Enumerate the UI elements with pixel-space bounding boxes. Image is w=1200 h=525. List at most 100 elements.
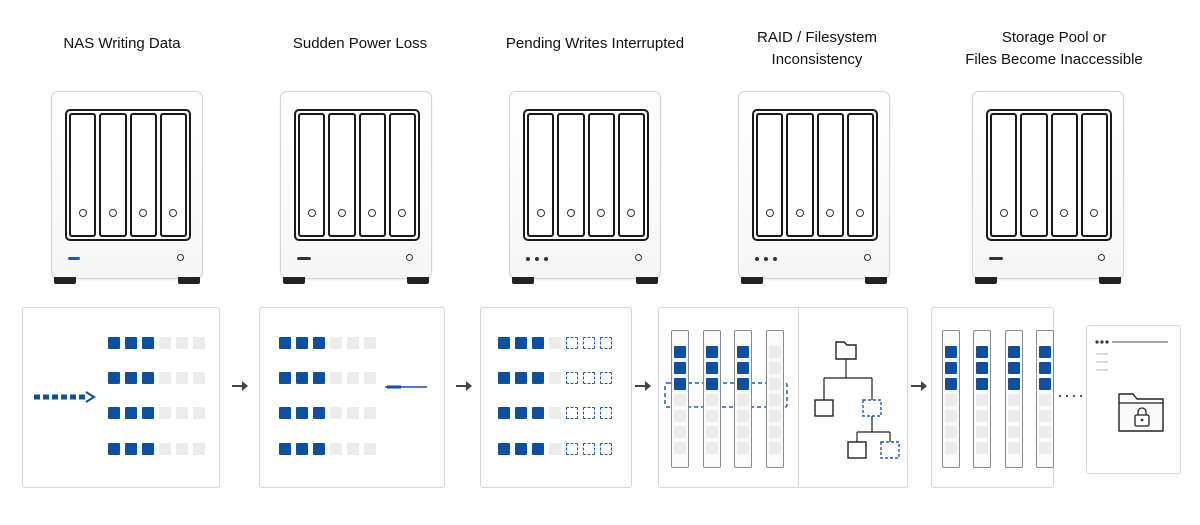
empty-block bbox=[976, 442, 988, 454]
arrow-right-icon bbox=[635, 381, 651, 391]
drive-bay-icon bbox=[846, 113, 874, 237]
written-block bbox=[498, 443, 510, 455]
pending-block bbox=[600, 443, 612, 455]
written-block bbox=[674, 378, 686, 390]
written-block bbox=[313, 337, 325, 349]
empty-block bbox=[347, 407, 359, 419]
written-block bbox=[279, 372, 291, 384]
drive-bay-icon bbox=[786, 113, 814, 237]
written-block bbox=[296, 337, 308, 349]
device-foot bbox=[1099, 277, 1121, 284]
drive-bay-icon bbox=[1020, 113, 1048, 237]
locked-folder-icon bbox=[1118, 393, 1164, 432]
written-block bbox=[1008, 378, 1020, 390]
drive-bay-icon bbox=[756, 113, 784, 237]
arrow-right-icon bbox=[911, 381, 927, 391]
device-foot bbox=[512, 277, 534, 284]
written-block bbox=[279, 337, 291, 349]
power-button-icon bbox=[177, 254, 184, 261]
panel-pending-writes bbox=[480, 307, 632, 488]
power-button-icon bbox=[864, 254, 871, 261]
written-block bbox=[945, 378, 957, 390]
written-block bbox=[737, 346, 749, 358]
empty-block bbox=[347, 372, 359, 384]
written-block bbox=[498, 337, 510, 349]
empty-block bbox=[1039, 442, 1051, 454]
drive-bay-icon bbox=[159, 113, 187, 237]
written-block bbox=[296, 407, 308, 419]
empty-block bbox=[364, 407, 376, 419]
empty-block bbox=[945, 394, 957, 406]
drive-bay-icon bbox=[358, 113, 386, 237]
power-button-icon bbox=[635, 254, 642, 261]
written-block bbox=[1008, 346, 1020, 358]
written-block bbox=[532, 407, 544, 419]
drive-bay-icon bbox=[527, 113, 555, 237]
drive-led-icon bbox=[1060, 209, 1069, 217]
drive-bay-icon bbox=[99, 113, 127, 237]
pending-block bbox=[583, 372, 595, 384]
empty-block bbox=[1039, 426, 1051, 438]
empty-block bbox=[549, 337, 561, 349]
empty-block bbox=[706, 426, 718, 438]
pending-block bbox=[583, 443, 595, 455]
device-foot bbox=[636, 277, 658, 284]
drive-bay-icon bbox=[587, 113, 615, 237]
written-block bbox=[706, 378, 718, 390]
empty-block bbox=[549, 372, 561, 384]
written-block bbox=[108, 372, 120, 384]
empty-block bbox=[976, 394, 988, 406]
written-block bbox=[313, 372, 325, 384]
written-block bbox=[108, 337, 120, 349]
empty-block bbox=[549, 443, 561, 455]
empty-block bbox=[1008, 410, 1020, 422]
drive-bay-icon bbox=[388, 113, 416, 237]
empty-block bbox=[945, 410, 957, 422]
drive-led-icon bbox=[1090, 209, 1099, 217]
written-block bbox=[532, 443, 544, 455]
drive-led-icon bbox=[566, 209, 575, 217]
pending-block bbox=[566, 443, 578, 455]
device-foot bbox=[407, 277, 429, 284]
empty-block bbox=[769, 378, 781, 390]
dashed-arrow-icon bbox=[34, 391, 96, 403]
empty-block bbox=[976, 426, 988, 438]
drive-bay-icon bbox=[298, 113, 326, 237]
step-4-title: RAID / Filesystem Inconsistency bbox=[737, 27, 897, 71]
written-block bbox=[1008, 362, 1020, 374]
arrow-right-icon bbox=[232, 381, 248, 391]
drive-bays bbox=[294, 109, 420, 241]
activity-indicator-icon bbox=[68, 257, 80, 260]
empty-block bbox=[176, 372, 188, 384]
stripe-highlight-icon bbox=[664, 382, 788, 408]
panel-divider bbox=[798, 308, 799, 487]
written-block bbox=[515, 372, 527, 384]
empty-block bbox=[1039, 410, 1051, 422]
drive-bay-icon bbox=[69, 113, 97, 237]
written-block bbox=[706, 362, 718, 374]
empty-block bbox=[706, 442, 718, 454]
empty-block bbox=[330, 372, 342, 384]
empty-block bbox=[706, 410, 718, 422]
empty-block bbox=[176, 443, 188, 455]
empty-block bbox=[737, 394, 749, 406]
nas-device-icon bbox=[51, 91, 203, 284]
step-5-title-line-1: Storage Pool or bbox=[1001, 29, 1107, 46]
drive-led-icon bbox=[398, 209, 407, 217]
empty-block bbox=[159, 407, 171, 419]
empty-block bbox=[330, 337, 342, 349]
drive-bay-icon bbox=[816, 113, 844, 237]
step-4-title-line-1: RAID / Filesystem bbox=[756, 29, 877, 46]
written-block bbox=[532, 337, 544, 349]
drive-bay-icon bbox=[328, 113, 356, 237]
folder-tree-icon bbox=[814, 341, 900, 459]
activity-indicator-icon bbox=[526, 256, 548, 261]
pending-block bbox=[600, 337, 612, 349]
empty-block bbox=[769, 394, 781, 406]
drive-led-icon bbox=[139, 209, 148, 217]
step-3-title-line-1: Pending Writes Interrupted bbox=[505, 35, 685, 52]
step-5-title: Storage Pool or Files Become Inaccessibl… bbox=[954, 27, 1154, 71]
empty-block bbox=[945, 442, 957, 454]
device-foot bbox=[54, 277, 76, 284]
drive-bay-icon bbox=[1050, 113, 1078, 237]
